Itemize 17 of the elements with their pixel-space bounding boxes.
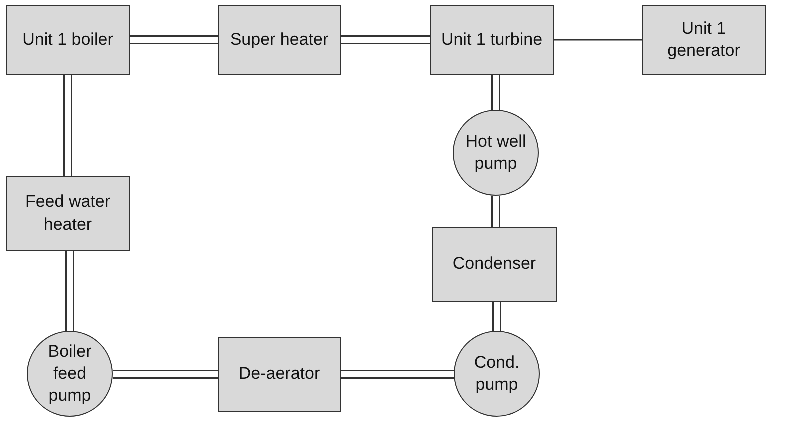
node-label: Super heater: [229, 28, 330, 51]
node-label: Unit 1 turbine: [440, 28, 544, 51]
node-label: Unit 1 boiler: [22, 28, 114, 51]
node-label: De-aerator: [238, 363, 322, 386]
node-label: Unit 1 generator: [666, 18, 742, 62]
process-box: [642, 5, 766, 75]
node-label: Feed water heater: [24, 191, 112, 236]
node-label: Boiler feed pump: [47, 340, 93, 408]
process-box: [430, 5, 554, 75]
node-label: Cond. pump: [473, 352, 521, 396]
process-box: [218, 5, 341, 75]
node-label: Condenser: [452, 253, 538, 276]
process-box: [6, 5, 130, 75]
process-box: [218, 337, 341, 412]
node-label: Hot well pump: [464, 130, 528, 175]
process-box: [6, 176, 130, 251]
process-box: [432, 227, 557, 302]
